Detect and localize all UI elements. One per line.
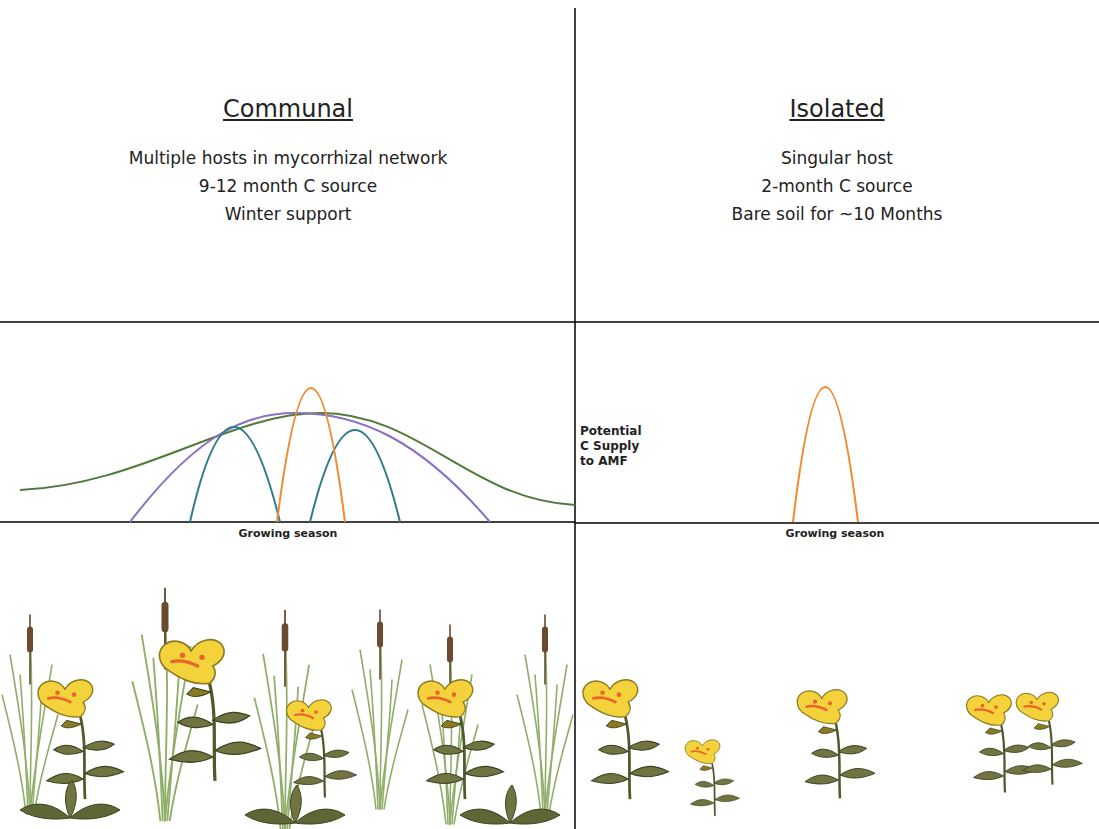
column-heading: Isolated	[637, 94, 1037, 124]
axis-label: Growing season	[188, 527, 388, 541]
axis-label: Growing season	[735, 527, 935, 541]
axis-label: Potential C Supply to AMF	[580, 424, 650, 469]
column-heading: Communal	[88, 94, 488, 124]
column-note: 2-month C source	[587, 176, 1087, 197]
frame-lines	[0, 8, 1099, 829]
communal-plants	[2, 588, 573, 829]
isolated-plants	[583, 680, 1082, 816]
column-note: Winter support	[38, 204, 538, 225]
column-note: Bare soil for ~10 Months	[587, 204, 1087, 225]
column-note: 9-12 month C source	[38, 176, 538, 197]
column-note: Multiple hosts in mycorrhizal network	[38, 148, 538, 169]
column-note: Singular host	[587, 148, 1087, 169]
carbon-supply-curves	[20, 387, 858, 522]
